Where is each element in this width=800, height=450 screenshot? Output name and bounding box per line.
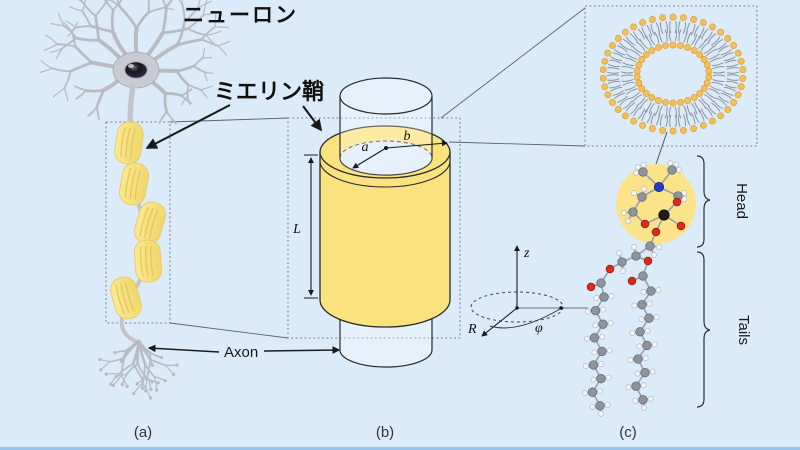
reference-point <box>559 306 563 310</box>
braces <box>696 155 711 408</box>
axon-arrow-left <box>147 344 220 353</box>
head-label: Head <box>733 183 750 219</box>
phospholipid-molecule <box>581 160 688 417</box>
axon-arrow-right <box>263 346 341 354</box>
myelin-label-jp: ミエリン鞘 <box>214 80 324 105</box>
outer-radius-arrow <box>385 140 448 149</box>
axon-terminal-branches <box>98 339 179 400</box>
head-brace <box>696 155 711 248</box>
nucleus-highlight <box>128 64 134 68</box>
inner-tube-lower <box>339 319 433 368</box>
dimension-annotations: L a b <box>292 129 448 299</box>
myelin-cylinder-outline <box>319 152 451 328</box>
myelin-arrow-to-panel-a <box>145 104 231 149</box>
dashed-box-panel-c <box>584 5 758 147</box>
axon-label: Axon <box>224 344 258 361</box>
axon-initial-segment <box>127 83 136 129</box>
bottom-edge-bar <box>0 447 800 450</box>
myelin-arrow-to-panel-b <box>302 105 323 132</box>
length-label: L <box>292 222 301 237</box>
neuron-label-jp: ニューロン <box>183 3 298 27</box>
cylinder-hole-front-edge <box>339 157 433 176</box>
inner-radius-label: a <box>362 140 369 155</box>
r-axis <box>481 307 518 337</box>
inner-tube-upper <box>339 77 433 158</box>
dashed-box-panel-b <box>287 117 461 339</box>
callout-connector-lines <box>169 7 586 339</box>
lipid-zoom-connector <box>654 131 668 168</box>
cylinder-model: L a b <box>292 77 451 368</box>
tails-brace <box>696 251 711 408</box>
inner-tube-upper-fill <box>340 78 432 175</box>
z-axis-label: z <box>523 246 530 261</box>
panel-c-label: (c) <box>619 424 637 441</box>
r-axis-label: R <box>467 322 477 337</box>
phi-label: φ <box>535 321 543 336</box>
panel-a-label: (a) <box>134 424 152 441</box>
phi-angle-arc <box>489 308 561 329</box>
myelin-cylinder-body <box>320 152 450 327</box>
inner-tube-lower-fill <box>340 316 432 367</box>
cylinder-hole-back-edge <box>339 140 433 159</box>
outer-radius-label: b <box>404 129 411 144</box>
head-group-highlight <box>616 164 696 244</box>
origin-point <box>515 306 519 310</box>
coordinate-system: z R φ <box>467 245 588 337</box>
tails-label: Tails <box>735 315 752 345</box>
lipid-bilayer-ring <box>599 13 747 135</box>
panel-b-label: (b) <box>376 424 394 441</box>
myelin-sheath-segments <box>110 121 166 320</box>
inner-radius-arrow <box>352 147 387 169</box>
dashed-box-panel-a <box>105 121 171 324</box>
neuron-nucleus <box>123 60 149 80</box>
cylinder-hole <box>340 141 432 175</box>
myelin-cylinder-front-lip <box>319 160 451 188</box>
